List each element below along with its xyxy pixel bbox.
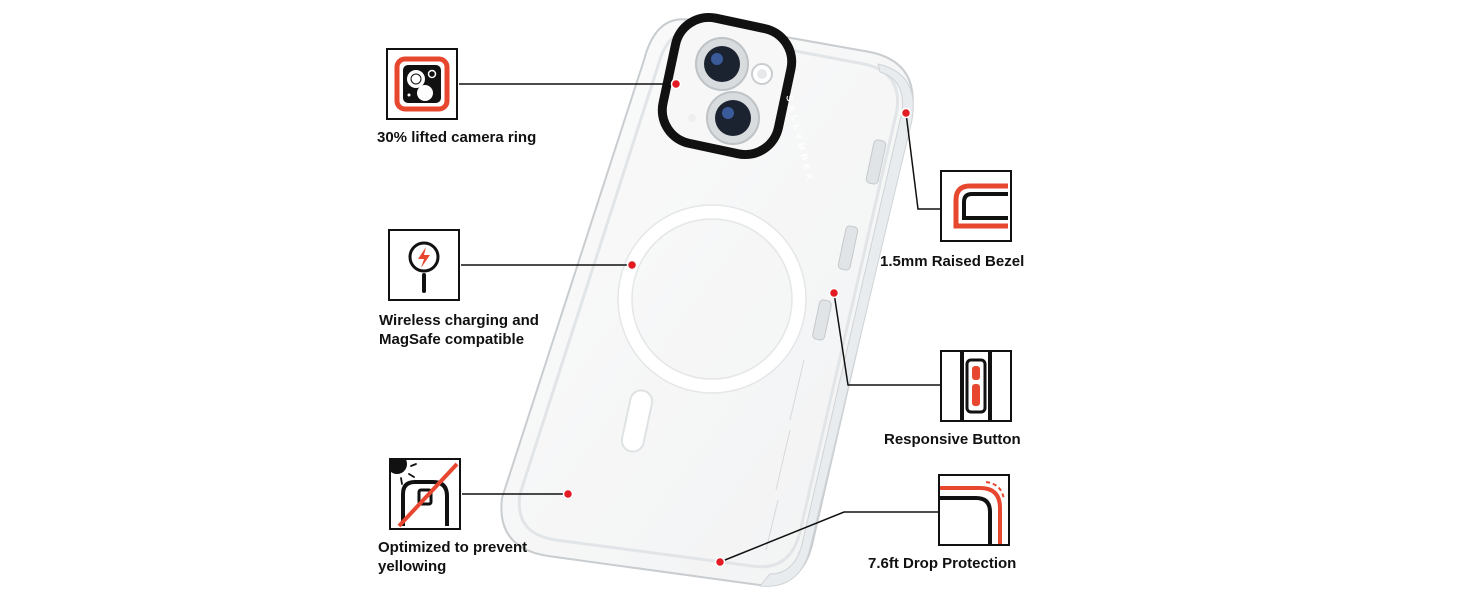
feature-label-yellowing: Optimized to prevent yellowing bbox=[378, 538, 527, 576]
responsive-button-icon bbox=[940, 350, 1012, 422]
feature-label-line: MagSafe compatible bbox=[379, 331, 525, 348]
raised-bezel-icon bbox=[940, 170, 1012, 242]
feature-label-button: Responsive Button bbox=[884, 430, 1021, 449]
feature-label-line: 30% lifted camera ring bbox=[377, 129, 537, 146]
feature-label-line: Wireless charging and bbox=[379, 312, 539, 329]
wireless-charging-icon bbox=[388, 229, 460, 301]
feature-label-line: Optimized to prevent bbox=[378, 539, 528, 556]
feature-label-camera-ring: 30% lifted camera ring bbox=[377, 128, 536, 147]
feature-label-line: Responsive Button bbox=[884, 431, 1021, 448]
feature-label-bezel: 1.5mm Raised Bezel bbox=[880, 252, 1024, 271]
feature-label-line: 7.6ft Drop Protection bbox=[868, 555, 1017, 572]
feature-label-line: yellowing bbox=[378, 558, 447, 575]
drop-protection-icon bbox=[938, 474, 1010, 546]
anti-yellowing-icon bbox=[389, 458, 461, 530]
feature-label-wireless: Wireless charging and MagSafe compatible bbox=[379, 311, 539, 349]
feature-label-drop: 7.6ft Drop Protection bbox=[868, 554, 1016, 573]
feature-label-line: 1.5mm Raised Bezel bbox=[880, 253, 1025, 270]
camera-ring-icon bbox=[386, 48, 458, 120]
